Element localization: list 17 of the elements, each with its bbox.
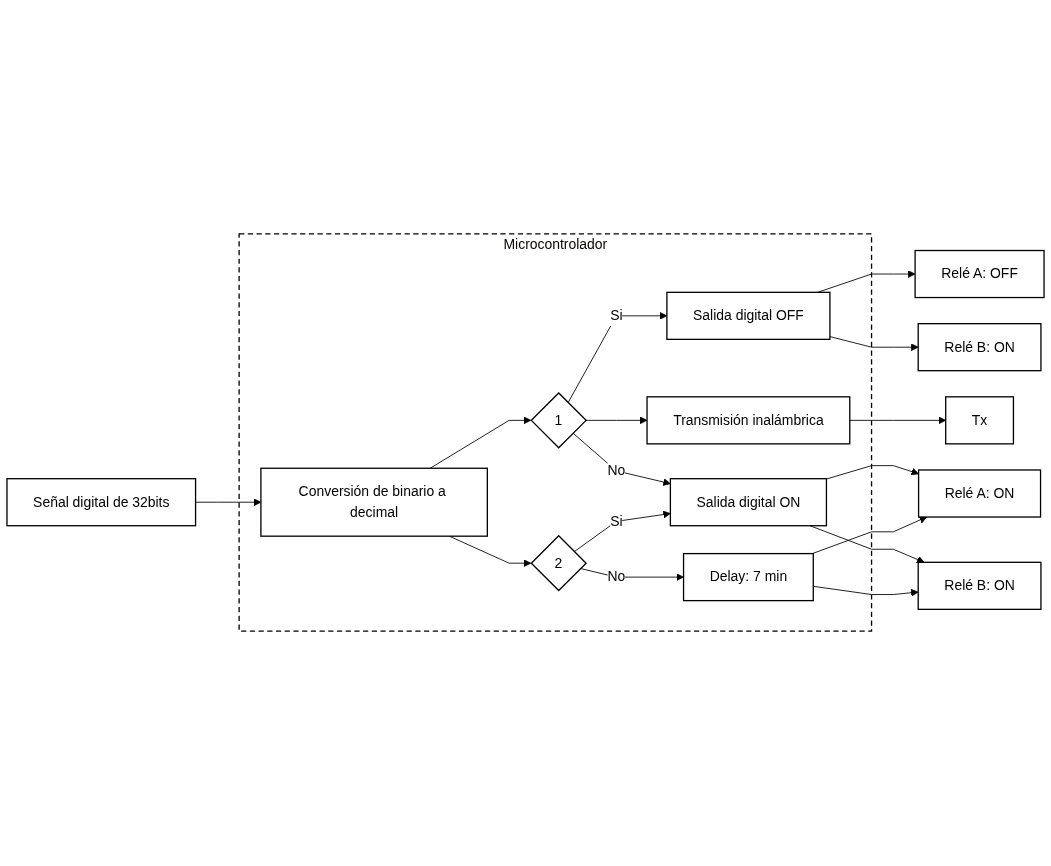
edge-label: No	[607, 463, 626, 479]
edge-label: No	[607, 569, 626, 585]
edge-label: Si	[610, 308, 623, 324]
node-box: Relé A: OFF	[914, 250, 1045, 299]
node-box: Conversión de binario a decimal	[260, 468, 488, 538]
node-box: Relé B: ON	[917, 323, 1042, 372]
node-box: Salida digital ON	[669, 478, 828, 527]
node-box: Salida digital OFF	[666, 292, 831, 341]
node-box: Tx	[945, 396, 1015, 445]
node-box: Transmisión inalámbrica	[646, 396, 851, 445]
node-box: Señal digital de 32bits	[6, 478, 197, 527]
node-box: Delay: 7 min	[682, 553, 814, 602]
node-box: Relé A: ON	[917, 469, 1042, 519]
edge-label: Si	[610, 513, 623, 529]
node-diamond: 2	[530, 535, 588, 592]
node-box: Relé B: ON	[917, 562, 1042, 611]
node-diamond: 1	[530, 392, 588, 450]
